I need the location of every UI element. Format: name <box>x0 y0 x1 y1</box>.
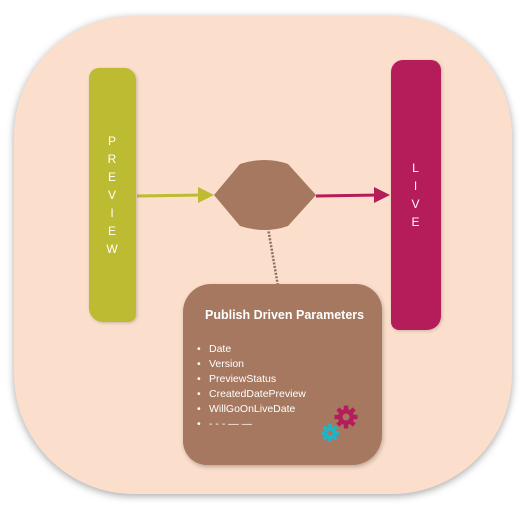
parameter-item: • WillGoOnLiveDate <box>197 402 306 417</box>
decision-diamond <box>214 160 316 230</box>
gears-icon <box>321 405 358 442</box>
preview-arrow <box>136 193 205 198</box>
gear-icon-cyan <box>321 424 339 442</box>
parameters-list: • Date • Version • PreviewStatus • CreatedDateP… <box>197 342 306 432</box>
bullet-icon: • <box>197 373 201 385</box>
parameter-label: WillGoOnLiveDate <box>209 403 296 415</box>
preview-label-letter: R <box>107 152 118 166</box>
bullet-icon: • <box>197 418 201 430</box>
gear-icon-magenta <box>334 405 358 429</box>
parameter-item: • Version <box>197 357 306 372</box>
parameters-title: Publish Driven Parameters <box>205 308 365 322</box>
live-label-letter: L <box>412 161 420 175</box>
preview-label-letter: W <box>106 242 119 256</box>
bullet-icon: • <box>197 388 201 400</box>
bullet-icon: • <box>197 343 201 355</box>
live-label-letter: V <box>411 197 421 211</box>
parameter-label: PreviewStatus <box>209 373 277 385</box>
preview-label-letter: V <box>107 188 117 202</box>
preview-label-letter: P <box>107 134 117 148</box>
parameter-item: • CreatedDatePreview <box>197 387 306 402</box>
parameter-item: • PreviewStatus <box>197 372 306 387</box>
publish-parameters-box: Publish Driven Parameters •Date•Version•… <box>183 284 382 465</box>
parameter-item: • - - - — — <box>197 417 306 432</box>
live-label-letter: I <box>413 179 419 193</box>
parameter-label: CreatedDatePreview <box>209 388 306 400</box>
parameter-item: • Date <box>197 342 306 357</box>
preview-arrowhead <box>198 187 214 203</box>
preview-label-letter: E <box>107 224 117 238</box>
live-arrowhead <box>374 187 390 203</box>
preview-label-letter: I <box>110 206 115 220</box>
live-label-letter: E <box>411 215 421 229</box>
bullet-icon: • <box>197 403 201 415</box>
bullet-icon: • <box>197 358 201 370</box>
parameter-label: - - - — — <box>209 418 253 430</box>
preview-label-letter: E <box>107 170 117 184</box>
parameter-label: Date <box>209 343 232 355</box>
parameter-label: Version <box>209 358 245 370</box>
live-arrow <box>315 193 381 198</box>
connector-line <box>266 227 280 287</box>
